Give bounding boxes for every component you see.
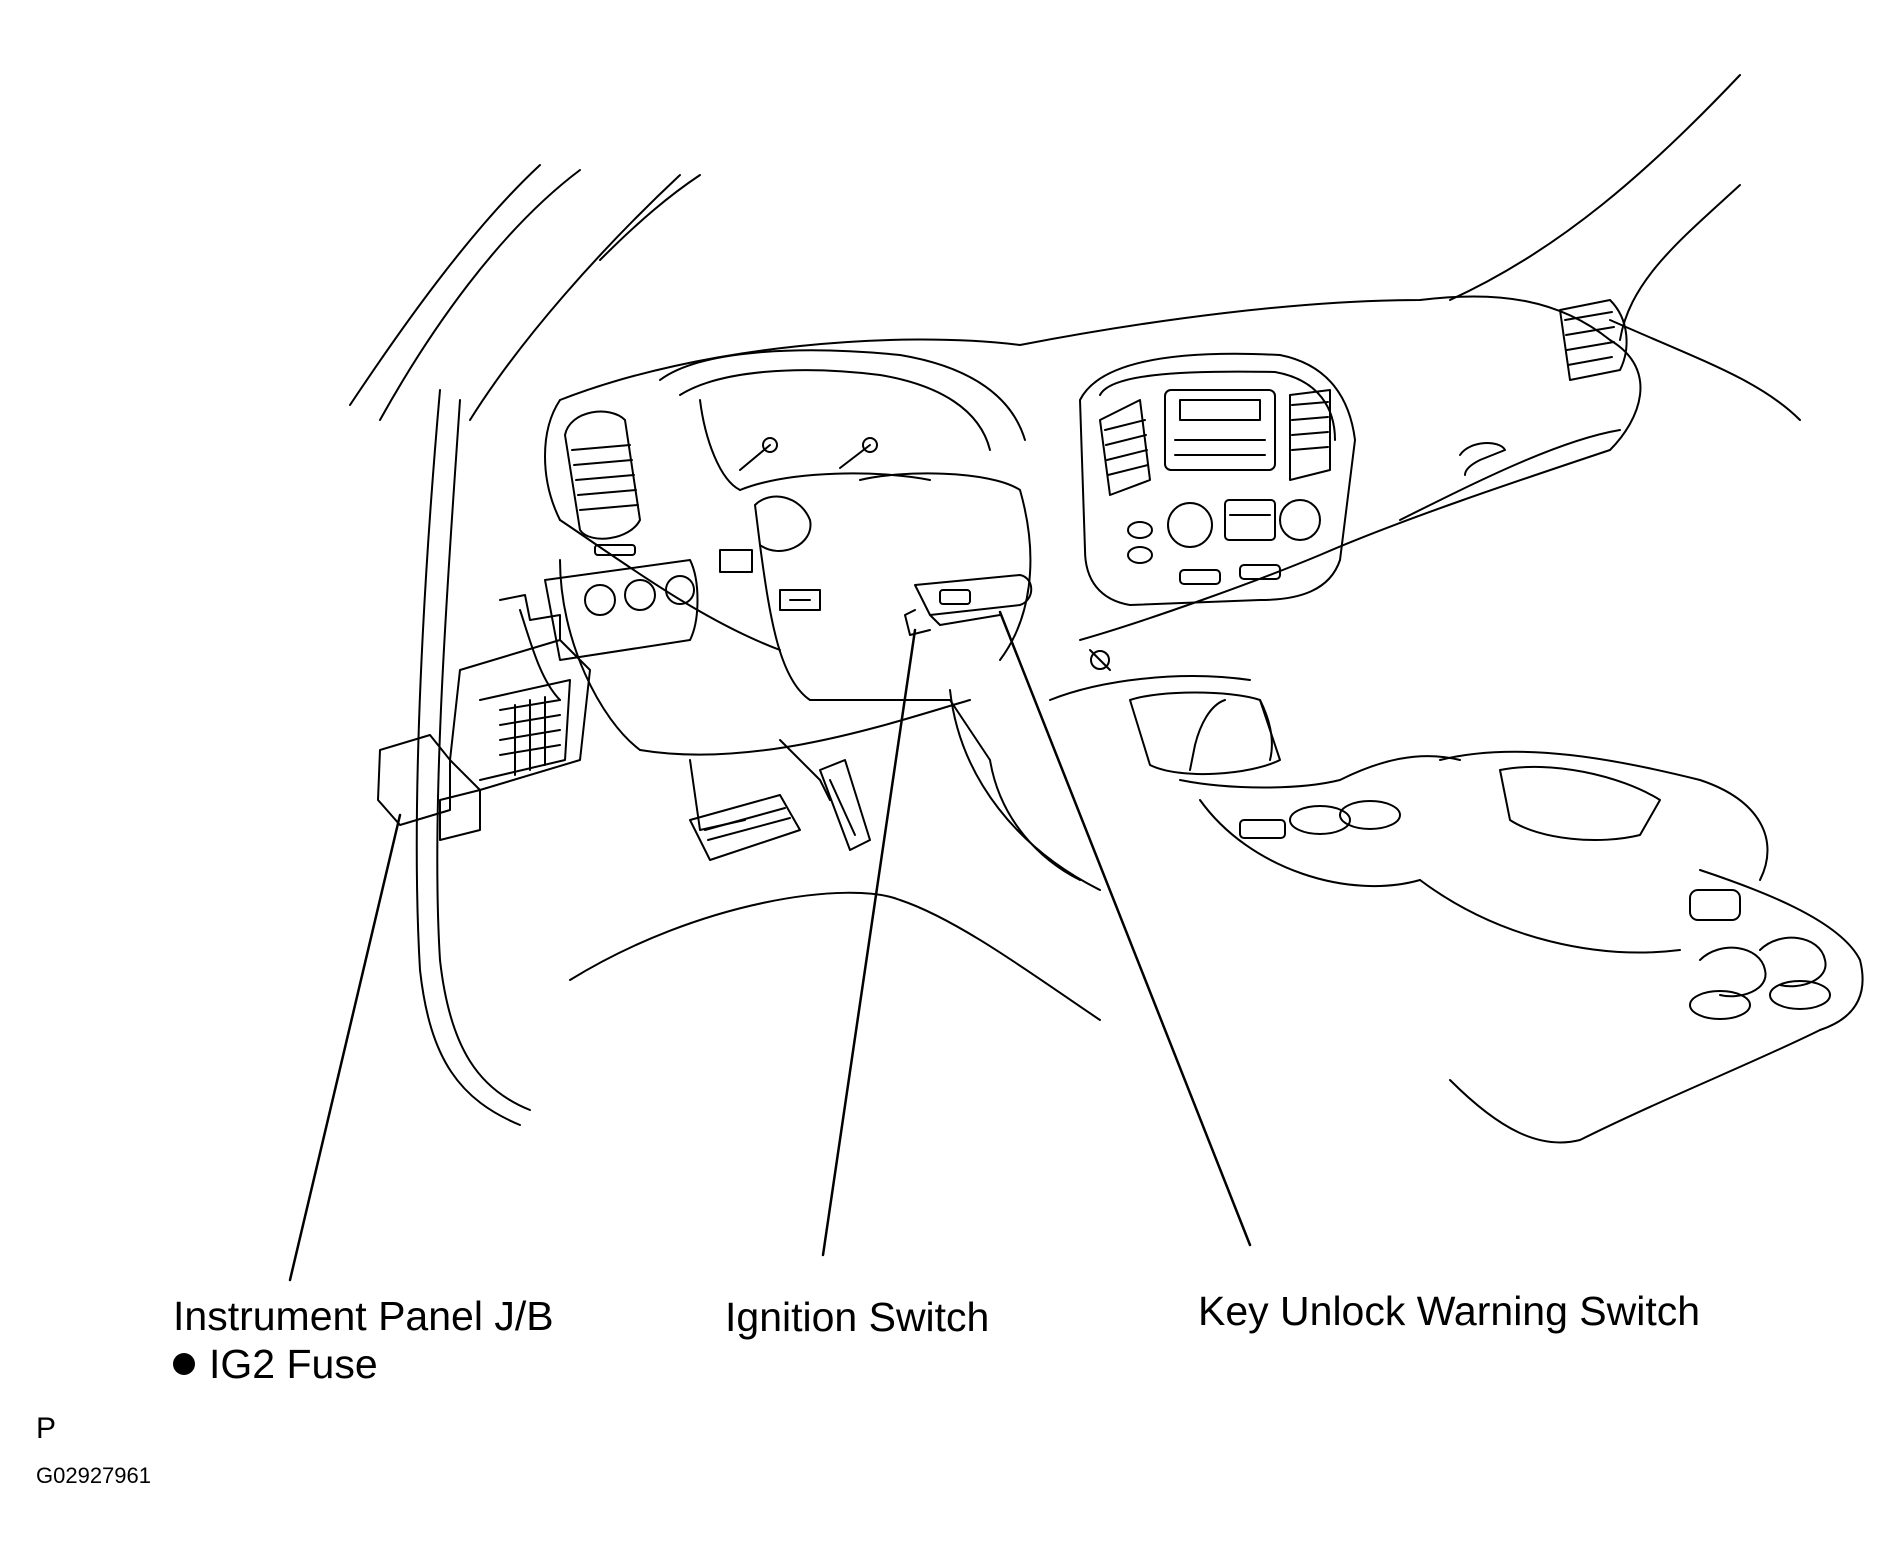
windshield-right	[1449, 74, 1801, 421]
instrument-panel-jb-label: Instrument Panel J/B	[173, 1293, 554, 1339]
junction-block	[377, 594, 591, 841]
corner-letter: P	[36, 1412, 57, 1445]
left-switch-panel	[544, 549, 753, 661]
leader-instrument-panel-jb	[288, 813, 402, 1282]
pedals	[689, 739, 871, 861]
ig2-fuse-item: IG2 Fuse	[173, 1340, 378, 1388]
leader-lines	[288, 610, 1252, 1282]
right-vent-glovebox	[1399, 299, 1628, 521]
floor-line	[569, 891, 1101, 1021]
key-unlock-warning-switch-label: Key Unlock Warning Switch	[1198, 1288, 1701, 1334]
leader-key-unlock-warning-switch	[998, 610, 1252, 1247]
bullet-icon	[173, 1353, 195, 1375]
dashboard-outline	[544, 295, 1642, 756]
instrument-cluster	[659, 349, 1026, 491]
ignition-switch-label: Ignition Switch	[725, 1294, 990, 1340]
windshield-pillar	[349, 164, 701, 1126]
ignition-switch-module	[904, 574, 1033, 636]
center-console	[949, 649, 1864, 1144]
steering-column	[754, 472, 1032, 701]
leader-ignition-switch	[821, 628, 917, 1257]
figure-code: G02927961	[36, 1463, 151, 1488]
center-stack	[1079, 352, 1356, 606]
left-air-vent	[564, 410, 641, 556]
ig2-fuse-label: IG2 Fuse	[209, 1341, 378, 1387]
